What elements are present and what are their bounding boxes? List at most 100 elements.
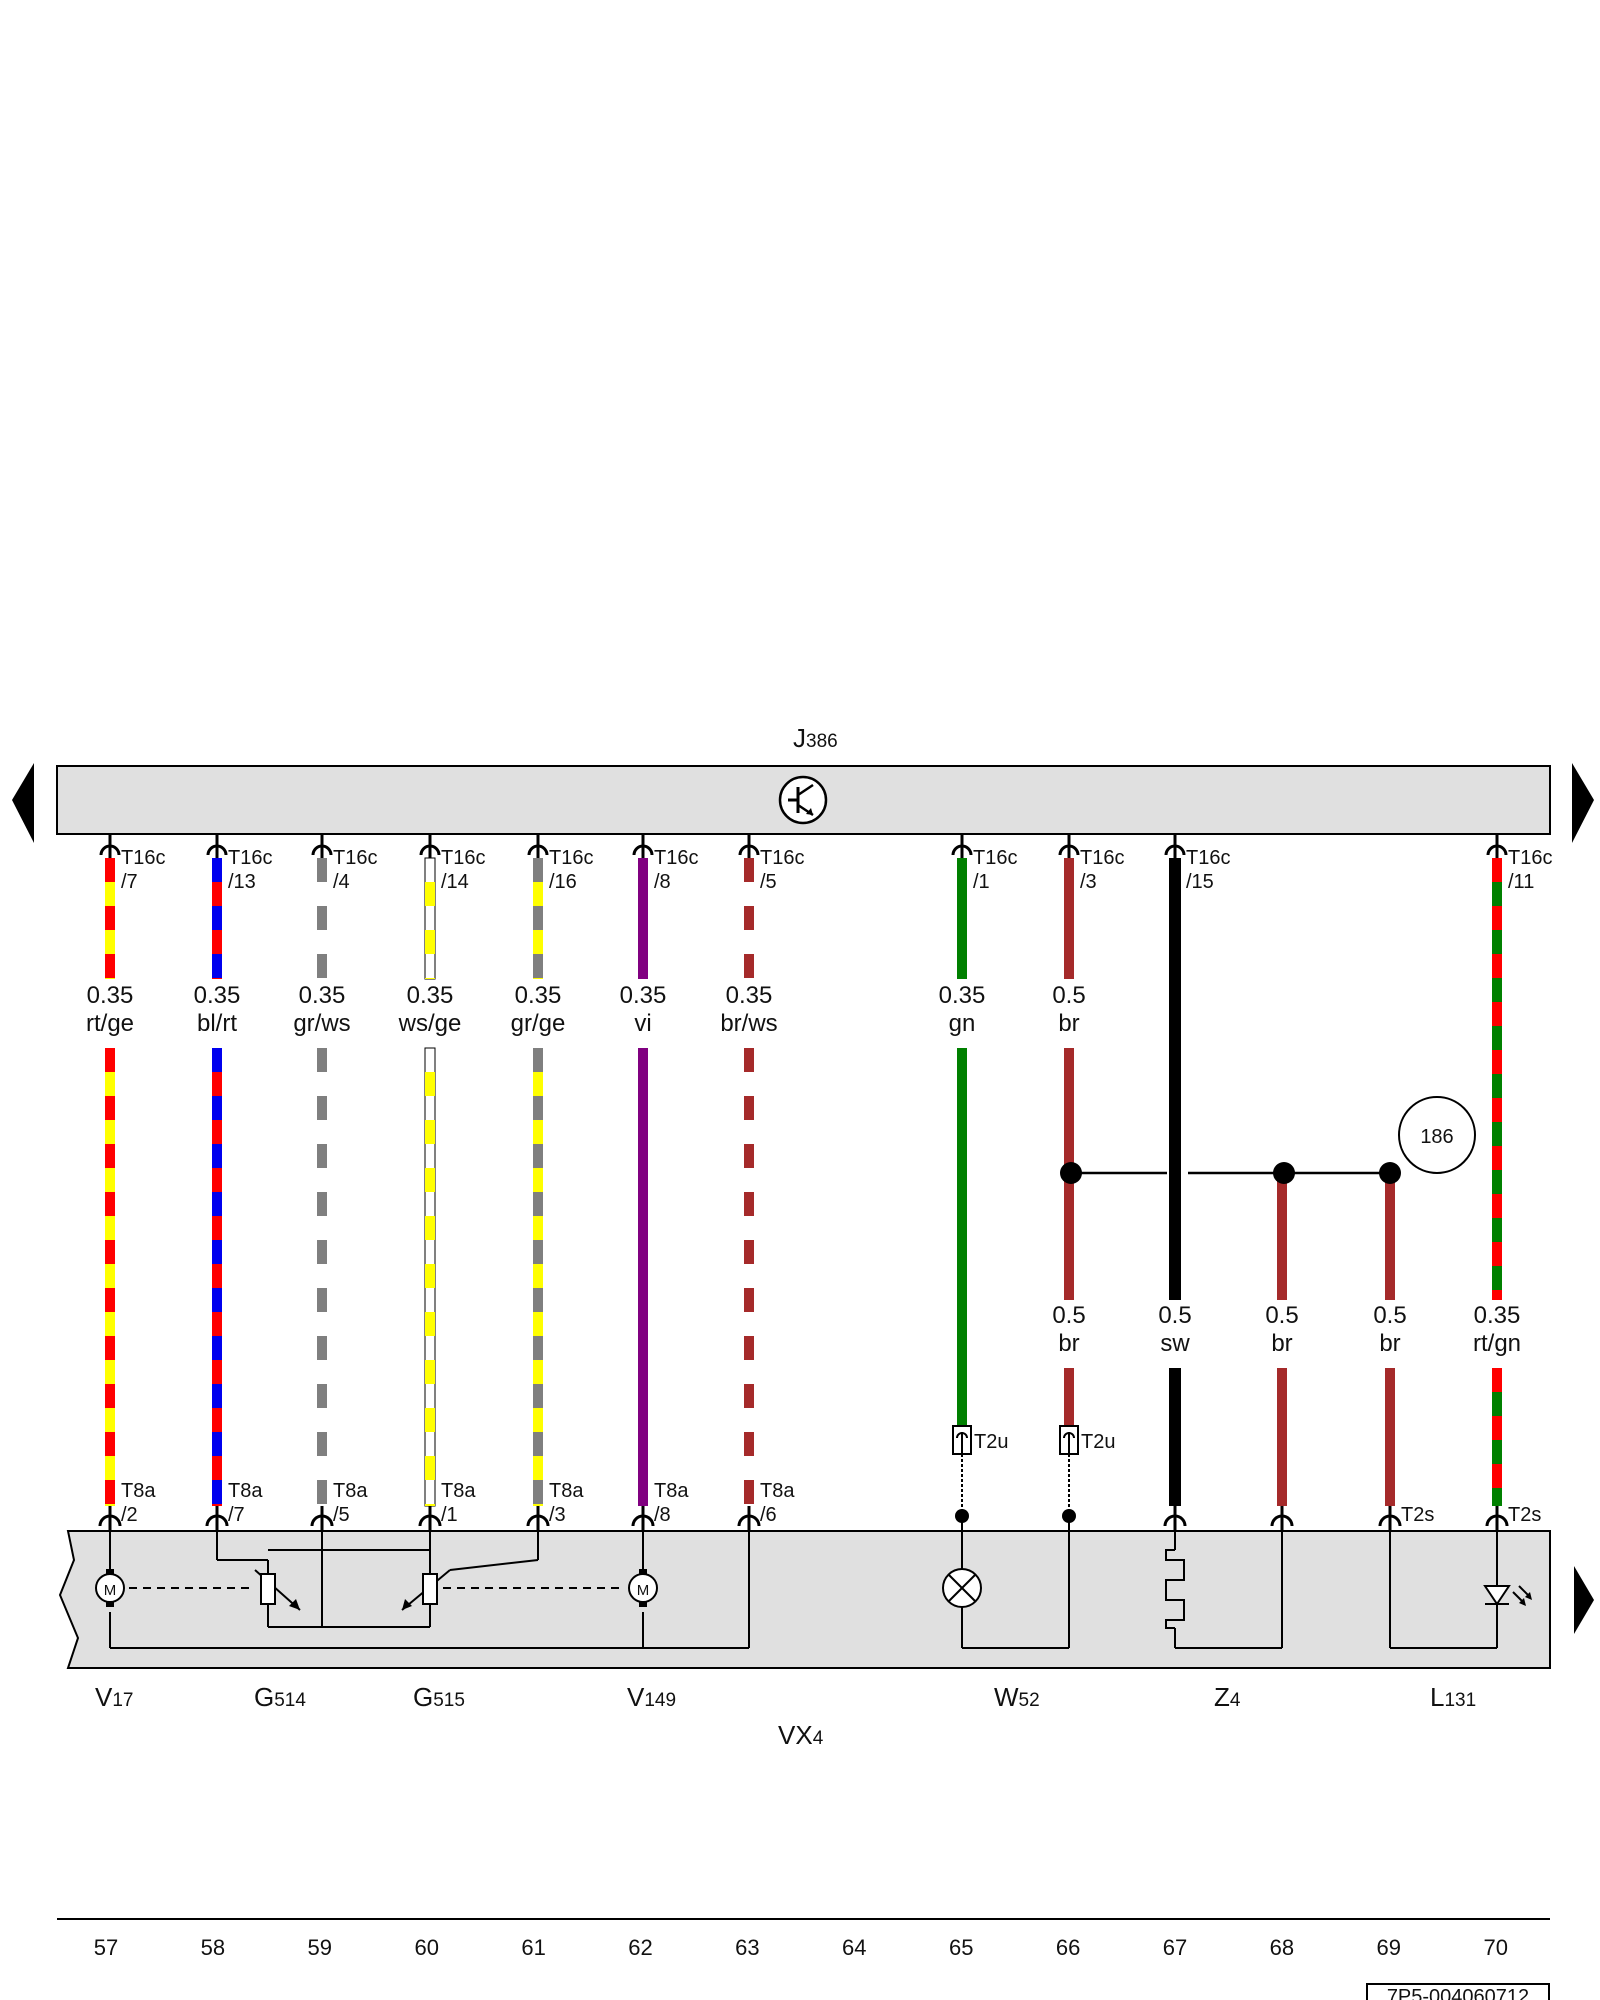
wire-segment[interactable] (1277, 1368, 1287, 1506)
ground-ref-circle[interactable]: 186 (1398, 1096, 1476, 1174)
splice-dot (1273, 1162, 1295, 1184)
top-connector-pin-number: /14 (441, 871, 469, 893)
top-connector-pin-number: /3 (1080, 871, 1097, 893)
top-connector-pin-number: /13 (228, 871, 256, 893)
top-connector-pin-number: /8 (654, 871, 671, 893)
top-connector-name: T16c (1080, 847, 1124, 869)
wire-segment[interactable] (212, 858, 222, 979)
wire-segment[interactable] (105, 1048, 115, 1506)
column-number: 64 (842, 1935, 866, 1960)
wire-segment[interactable] (1385, 1368, 1395, 1506)
continue-right-arrow-lower[interactable] (1574, 1566, 1594, 1634)
bottom-connector-pin-number: /6 (760, 1504, 777, 1526)
top-connector-pin[interactable] (738, 834, 760, 858)
top-connector-pin[interactable] (1058, 834, 1080, 858)
bottom-connector-name: T8a (654, 1480, 689, 1502)
bottom-connector-name: T2u (974, 1431, 1008, 1453)
wire-color-code: rt/gn (1473, 1330, 1521, 1357)
bottom-connector-name: T8a (760, 1480, 795, 1502)
wire-size: 0.5 (1052, 1302, 1085, 1329)
wire-segment[interactable] (744, 1048, 754, 1506)
wire-size: 0.35 (939, 982, 986, 1009)
component-label-g514: G514 (254, 1682, 306, 1712)
wire-segment[interactable] (1385, 1173, 1395, 1300)
wire-segment[interactable] (957, 858, 967, 979)
top-connector-pin[interactable] (206, 834, 228, 858)
top-connector-pin-number: /4 (333, 871, 350, 893)
top-connector-pin[interactable] (99, 834, 121, 858)
assembly-vx4-box[interactable] (58, 1530, 1551, 1669)
top-connector-name: T16c (654, 847, 698, 869)
bottom-connector-name: T2s (1401, 1504, 1434, 1526)
top-connector-name: T16c (441, 847, 485, 869)
bottom-connector-pin[interactable] (1059, 1425, 1079, 1523)
wire-segment[interactable] (1064, 858, 1074, 979)
wire-segment[interactable] (1064, 1368, 1074, 1426)
wire-color-code: br/ws (720, 1010, 777, 1037)
wire-color-code: gr/ws (293, 1010, 350, 1037)
wire-segment[interactable] (533, 1048, 543, 1506)
wire-segment[interactable] (1169, 858, 1181, 1300)
svg-text:M: M (104, 1582, 117, 1599)
top-connector-pin-number: /7 (121, 871, 138, 893)
top-connector-pin[interactable] (951, 834, 973, 858)
wire-color-code: br (1271, 1330, 1292, 1357)
wire-segment[interactable] (1492, 1368, 1502, 1506)
motor-v17-symbol[interactable]: M (95, 1569, 125, 1607)
wire-size: 0.35 (1474, 1302, 1521, 1329)
wire-segment[interactable] (744, 858, 754, 979)
component-label-v17: V17 (95, 1682, 133, 1712)
wire-size: 0.35 (299, 982, 346, 1009)
wire-segment[interactable] (212, 1048, 222, 1506)
top-connector-pin[interactable] (1164, 834, 1186, 858)
top-connector-pin-number: /1 (973, 871, 990, 893)
top-connector-pin[interactable] (1486, 834, 1508, 858)
wire-segment[interactable] (1169, 1368, 1181, 1506)
bottom-connector-pin-number: /5 (333, 1504, 350, 1526)
wire-size: 0.35 (407, 982, 454, 1009)
wire-segment[interactable] (1492, 858, 1502, 1300)
part-number: 7P5-004060712 (1387, 1986, 1529, 2000)
column-number: 59 (308, 1935, 332, 1960)
bottom-connector-name: T8a (121, 1480, 156, 1502)
top-connector-pin-number: /16 (549, 871, 577, 893)
top-connector-pin[interactable] (311, 834, 333, 858)
transistor-symbol (778, 775, 828, 825)
wire-segment[interactable] (317, 858, 327, 979)
wire-segment[interactable] (317, 1048, 327, 1506)
wire-segment[interactable] (105, 858, 115, 979)
component-label-z4: Z4 (1214, 1682, 1241, 1712)
column-number: 66 (1056, 1935, 1080, 1960)
wire-size: 0.5 (1158, 1302, 1191, 1329)
wire-segment[interactable] (424, 1047, 436, 1507)
top-connector-pin[interactable] (527, 834, 549, 858)
wire-color-code: gn (949, 1010, 976, 1037)
top-connector-pin[interactable] (419, 834, 441, 858)
continue-right-arrow[interactable] (1572, 763, 1594, 843)
potentiometer-g515-symbol[interactable] (402, 1573, 438, 1610)
top-connector-pin[interactable] (632, 834, 654, 858)
motor-v149-symbol[interactable]: M (628, 1569, 658, 1607)
wire-segment[interactable] (533, 858, 543, 979)
splice-dot (1379, 1162, 1401, 1184)
wire-size: 0.35 (515, 982, 562, 1009)
wire-size: 0.35 (620, 982, 667, 1009)
wire-segment[interactable] (957, 1048, 967, 1426)
lamp-w52-symbol[interactable] (942, 1568, 982, 1608)
wire-segment[interactable] (638, 1048, 648, 1506)
potentiometer-g514-symbol[interactable] (260, 1573, 300, 1610)
bottom-connector-name: T8a (549, 1480, 584, 1502)
column-number: 58 (201, 1935, 225, 1960)
bottom-connector-pin[interactable] (952, 1425, 972, 1523)
component-label-v149: V149 (627, 1682, 676, 1712)
wire-segment[interactable] (638, 858, 648, 979)
bottom-connector-pin-number: /7 (228, 1504, 245, 1526)
wire-segment[interactable] (424, 857, 436, 980)
wire-segment[interactable] (1277, 1173, 1287, 1300)
continue-left-arrow[interactable] (12, 763, 34, 843)
column-number: 69 (1377, 1935, 1401, 1960)
svg-text:M: M (637, 1582, 650, 1599)
top-connector-name: T16c (333, 847, 377, 869)
column-number: 67 (1163, 1935, 1187, 1960)
led-l131-symbol[interactable] (1483, 1585, 1532, 1606)
